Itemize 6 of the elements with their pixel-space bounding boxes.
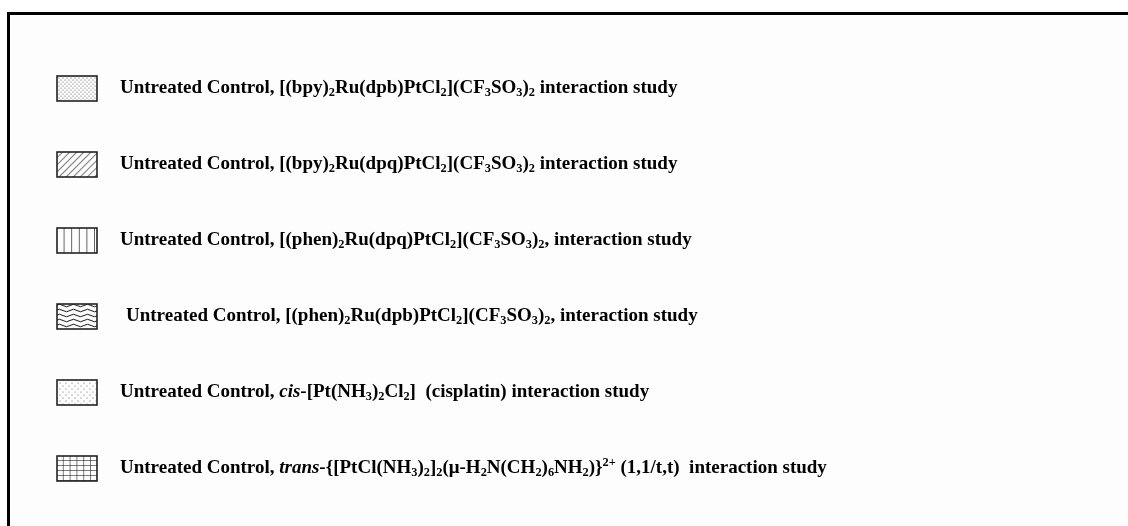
legend-label: Untreated Control, cis-[Pt(NH$_{3}$)$_{2}$Cl$_{2}$] (cisplatin) interaction study — [120, 379, 650, 405]
legend-label: Untreated Control, [(phen)$_{2}$Ru(dpb)PtCl$_{2}$](CF$_{3}$SO$_{3}$)$_{2}$, interaction study — [126, 303, 698, 329]
legend-label: Untreated Control, [(bpy)$_{2}$Ru(dpb)PtCl$_{2}$](CF$_{3}$SO$_{3}$)$_{2}$ interaction study — [120, 75, 678, 101]
legend-label: Untreated Control, [(phen)$_{2}$Ru(dpq)PtCl$_{2}$](CF$_{3}$SO$_{3}$)$_{2}$, interaction study — [120, 227, 692, 253]
legend-label: Untreated Control, [(bpy)$_{2}$Ru(dpq)PtCl$_{2}$](CF$_{3}$SO$_{3}$)$_{2}$ interaction study — [120, 151, 678, 177]
legend-label: Untreated Control, trans-{[PtCl(NH$_{3}$)$_{2}$]$_{2}$(μ-H$_{2}$N(CH$_{2}$)$_{6}$NH$_{2}$)}$^{2+}$ (1,1/t,t) interaction study — [120, 455, 827, 481]
